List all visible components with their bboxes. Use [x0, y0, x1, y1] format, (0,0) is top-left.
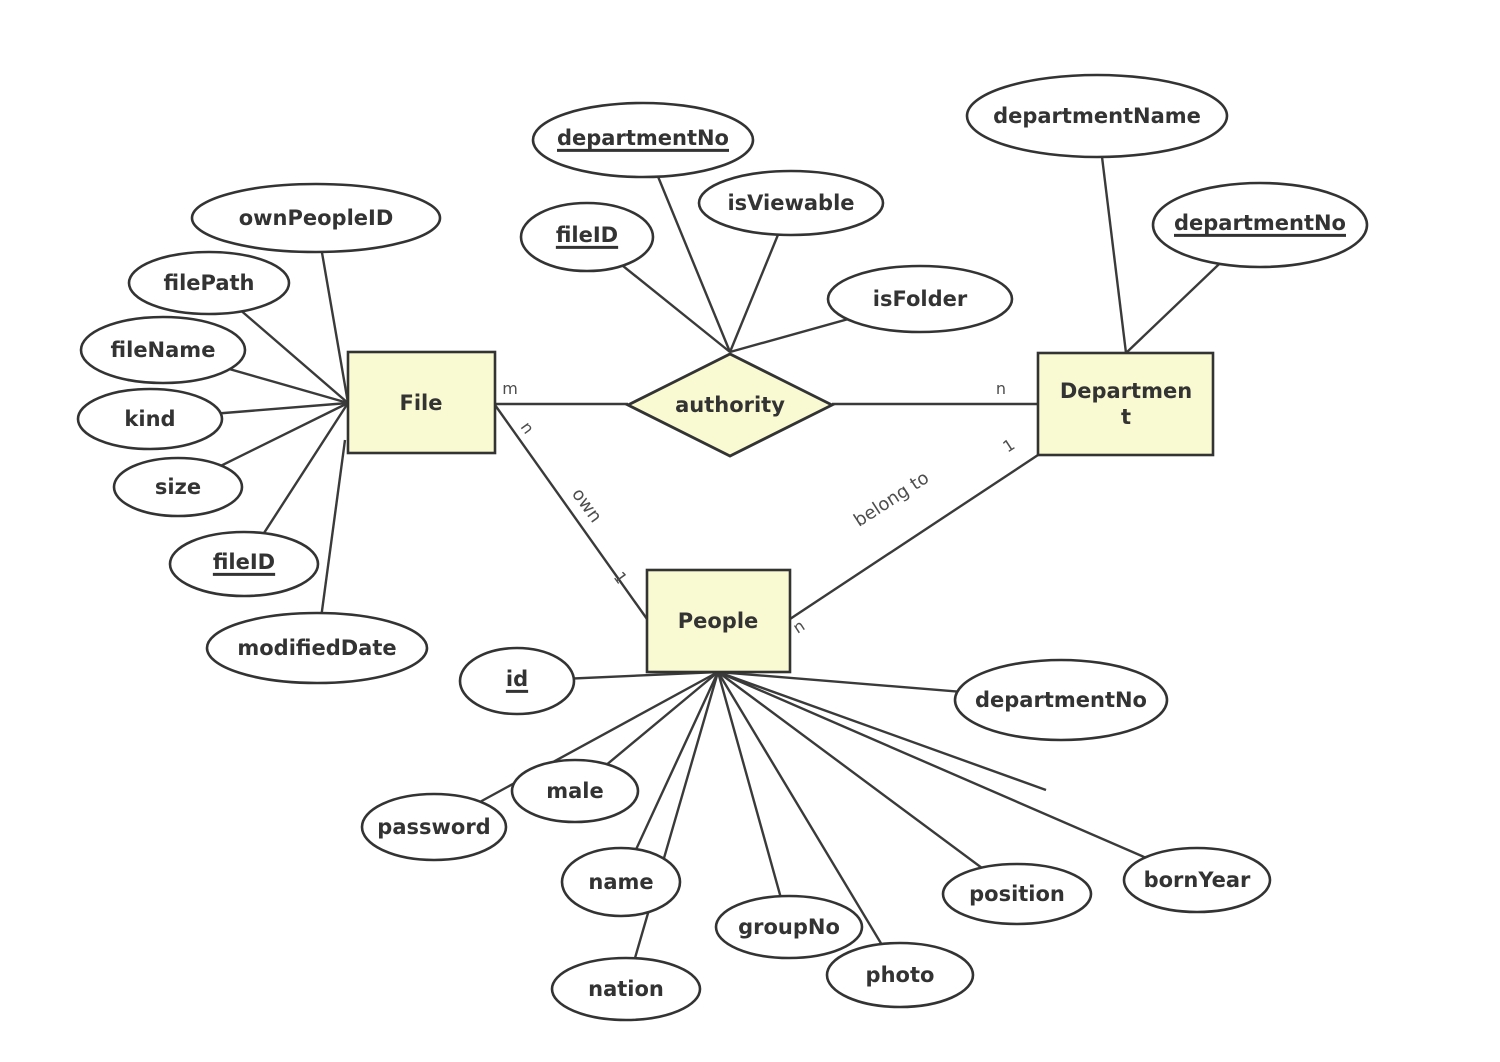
attribute-label-filepath: filePath	[163, 270, 255, 295]
entity-label-department: Department	[1059, 378, 1193, 429]
attribute-ellipse-modifieddate	[205, 611, 429, 685]
attribute-ellipse-name	[560, 846, 682, 918]
attribute-label-photo: photo	[865, 962, 935, 987]
attribute-label-ownpeopleid: ownPeopleID	[238, 205, 394, 230]
attribute-ellipse-isviewable	[697, 169, 885, 237]
entity-label-file: File	[399, 390, 443, 415]
attribute-label-modifieddate: modifiedDate	[237, 635, 397, 660]
attribute-ellipse-kind	[76, 387, 224, 451]
attribute-label-id: id	[505, 666, 529, 691]
attribute-ellipse-authority-fileid	[519, 201, 655, 273]
attribute-label-department-departmentno: departmentNo	[1174, 210, 1346, 235]
attribute-ellipse-size	[112, 456, 244, 518]
attribute-ellipse-filename	[79, 315, 247, 385]
attribute-ellipse-id	[458, 646, 576, 716]
relationship-diamond-authority	[624, 352, 836, 458]
attribute-label-size: size	[154, 474, 202, 499]
relationship-label-authority: authority	[675, 392, 785, 417]
attribute-label-position: position	[969, 881, 1065, 906]
attribute-ellipse-male	[510, 758, 640, 824]
cardinality-department-authority: n	[995, 379, 1007, 398]
attribute-ellipse-photo	[825, 941, 975, 1009]
relationship-line-own	[494, 404, 648, 620]
attribute-ellipse-isfolder	[826, 264, 1014, 334]
attribute-ellipse-groupno	[714, 894, 864, 960]
attribute-ellipse-nation	[550, 956, 702, 1022]
dangling-connector	[717, 670, 1047, 792]
connector-people-photo	[716, 671, 902, 976]
attribute-ellipse-filepath	[127, 250, 291, 316]
connector-people-position	[717, 671, 1018, 895]
attribute-label-isfolder: isFolder	[872, 286, 968, 311]
connector-people-name	[619, 671, 720, 883]
attribute-ellipse-department-departmentno	[1151, 181, 1369, 269]
connector-people-bornyear	[717, 670, 1198, 882]
entity-box-people	[645, 568, 792, 674]
attribute-label-kind: kind	[124, 406, 176, 431]
attribute-label-file-fileid: fileID	[212, 549, 276, 574]
attribute-ellipse-bornyear	[1122, 846, 1272, 914]
attribute-ellipse-authority-departmentno	[531, 101, 755, 179]
attribute-label-filename: fileName	[110, 337, 216, 362]
entity-box-file	[346, 350, 497, 455]
attribute-label-authority-departmentno: departmentNo	[557, 125, 729, 150]
attribute-label-people-departmentno: departmentNo	[975, 687, 1147, 712]
cardinality-file-authority: m	[502, 379, 518, 398]
attribute-ellipse-password	[360, 792, 508, 862]
relationship-line-belong-to	[789, 453, 1039, 621]
attribute-label-password: password	[377, 814, 491, 839]
attribute-label-authority-fileid: fileID	[555, 222, 619, 247]
attribute-ellipse-position	[941, 862, 1093, 926]
connector-people-groupno	[716, 671, 791, 928]
attribute-label-nation: nation	[588, 976, 664, 1001]
connector-people-nation	[624, 671, 720, 990]
entity-label-people: People	[677, 608, 759, 633]
attribute-ellipse-ownpeopleid	[190, 182, 442, 254]
attribute-label-departmentname: departmentName	[993, 103, 1201, 128]
attribute-label-male: male	[546, 778, 604, 803]
attribute-label-isviewable: isViewable	[727, 190, 855, 215]
entity-box-department	[1036, 351, 1215, 457]
attribute-ellipse-people-departmentno	[953, 658, 1169, 742]
attribute-label-name: name	[588, 869, 654, 894]
attribute-ellipses	[76, 73, 1369, 1022]
attribute-label-bornyear: bornYear	[1143, 867, 1251, 892]
attribute-ellipse-departmentname	[965, 73, 1229, 159]
attribute-ellipse-file-fileid	[168, 530, 320, 598]
entity-boxes	[346, 350, 1215, 674]
attribute-label-groupno: groupNo	[738, 914, 840, 939]
